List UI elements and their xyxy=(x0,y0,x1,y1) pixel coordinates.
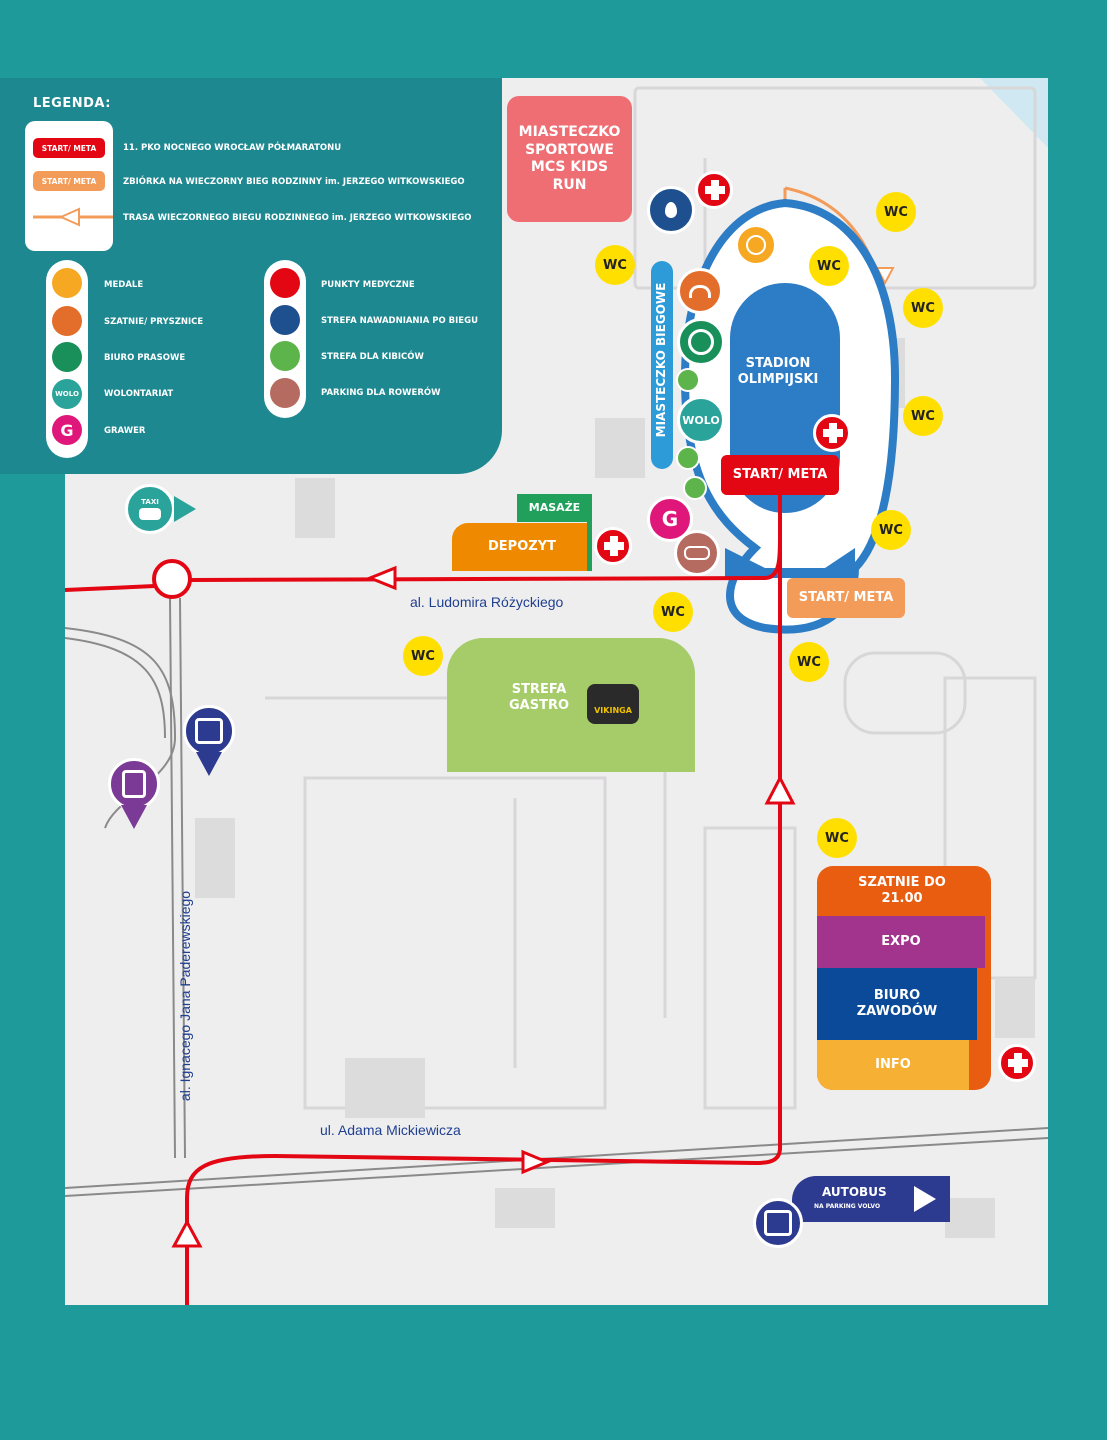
start-meta-orange: START/ META xyxy=(787,578,905,618)
tram-pin-tail xyxy=(121,805,147,829)
volunteer-icon[interactable]: WOLO xyxy=(677,396,725,444)
wc-marker[interactable]: WC xyxy=(595,245,635,285)
wc-marker[interactable]: WC xyxy=(903,288,943,328)
taxi-pointer xyxy=(174,496,196,522)
wc-marker[interactable]: WC xyxy=(817,818,857,858)
bus-pin-tail xyxy=(196,752,222,776)
fans-zone-icon[interactable] xyxy=(676,446,700,470)
wc-marker[interactable]: WC xyxy=(903,396,943,436)
play-arrow-icon xyxy=(914,1186,936,1212)
taxi-icon[interactable]: TAXI xyxy=(125,484,175,534)
g-label: G xyxy=(661,507,679,531)
legend-item-biuro-prasowe: BIURO PRASOWE xyxy=(104,353,186,363)
medical-icon[interactable] xyxy=(813,414,851,452)
gastro-label: STREFA GASTRO xyxy=(508,682,570,714)
vikinga-label: VIKINGA xyxy=(594,706,632,715)
event-map: MIASTECZKO SPORTOWE MCS KIDS RUN STADION… xyxy=(65,78,1048,1305)
wc-marker[interactable]: WC xyxy=(653,592,693,632)
masaze-edge xyxy=(587,494,592,571)
press-office-icon[interactable] xyxy=(677,318,725,366)
wolo-label: WOLO xyxy=(682,413,720,427)
legend-title: LEGENDA: xyxy=(33,96,111,111)
bus-stop-icon[interactable] xyxy=(753,1198,803,1248)
shower-icon xyxy=(52,306,82,336)
medical-icon[interactable] xyxy=(695,171,733,209)
start-meta-red: START/ META xyxy=(721,455,839,495)
medal-icon[interactable] xyxy=(735,224,777,266)
vikinga-logo: VIKINGA xyxy=(587,684,639,724)
legend-item-rowery: PARKING DLA ROWERÓW xyxy=(321,388,441,398)
hydration-icon xyxy=(270,305,300,335)
bike-parking-icon xyxy=(270,378,300,408)
legend-route-desc: TRASA WIECZORNEGO BIEGU RODZINNEGO im. J… xyxy=(123,213,472,223)
fans-zone-icon[interactable] xyxy=(683,476,707,500)
fans-zone-icon[interactable] xyxy=(676,368,700,392)
legend-start-red-desc: 11. PKO NOCNEGO WROCŁAW PÓŁMARATONU xyxy=(123,143,342,153)
legend-start-red: START/ META xyxy=(33,138,105,158)
legend-g: G xyxy=(60,420,74,440)
szatnie-box: SZATNIE DO 21.00 xyxy=(858,874,946,906)
kids-run-zone: MIASTECZKO SPORTOWE MCS KIDS RUN xyxy=(507,96,632,222)
street-mickiewicza: ul. Adama Mickiewicza xyxy=(320,1122,461,1138)
gastro-zone: STREFA GASTRO VIKINGA xyxy=(447,638,695,772)
hydration-icon[interactable] xyxy=(647,186,695,234)
fans-zone-icon xyxy=(270,341,300,371)
engraver-icon: G xyxy=(52,415,82,445)
legend-item-grawer: GRAWER xyxy=(104,426,146,436)
wc-marker[interactable]: WC xyxy=(809,246,849,286)
bike-parking-icon[interactable] xyxy=(674,530,720,576)
miasteczko-biegowe-label: MIASTECZKO BIEGOWE xyxy=(654,282,668,438)
wc-marker[interactable]: WC xyxy=(789,642,829,682)
medical-icon[interactable] xyxy=(998,1044,1036,1082)
volunteer-icon: WOLO xyxy=(52,379,82,409)
medal-icon xyxy=(52,268,82,298)
stadium-label: STADION OLIMPIJSKI xyxy=(737,356,819,388)
autobus-label: AUTOBUS xyxy=(822,1185,887,1199)
medical-icon xyxy=(270,268,300,298)
legend-item-punkty-medyczne: PUNKTY MEDYCZNE xyxy=(321,280,415,290)
taxi-label: TAXI xyxy=(141,498,159,506)
wc-marker[interactable]: WC xyxy=(871,510,911,550)
street-rozyckiego: al. Ludomira Różyckiego xyxy=(410,594,564,610)
legend-item-nawadnianie: STREFA NAWADNIANIA PO BIEGU xyxy=(321,316,478,326)
autobus-banner[interactable]: AUTOBUS NA PARKING VOLVO xyxy=(792,1176,950,1222)
legend-item-kibice: STREFA DLA KIBICÓW xyxy=(321,352,424,362)
bus-stop-icon[interactable] xyxy=(183,705,235,757)
shower-icon[interactable] xyxy=(677,268,723,314)
wc-marker[interactable]: WC xyxy=(403,636,443,676)
legend-wolo: WOLO xyxy=(55,390,79,398)
tram-stop-icon[interactable] xyxy=(108,758,160,810)
street-paderewskiego: al. Ignacego Jana Paderewskiego xyxy=(177,890,193,1102)
legend-start-orange-desc: ZBIÓRKA NA WIECZORNY BIEG RODZINNY im. J… xyxy=(123,177,465,187)
miasteczko-biegowe-bar xyxy=(651,261,673,469)
kids-run-label: MIASTECZKO SPORTOWE MCS KIDS RUN xyxy=(518,124,621,193)
biuro-zawodow-box: BIURO ZAWODÓW xyxy=(817,968,977,1040)
wc-marker[interactable]: WC xyxy=(876,192,916,232)
depozyt-box: DEPOZYT xyxy=(452,523,592,571)
info-box: INFO xyxy=(817,1040,969,1090)
press-office-icon xyxy=(52,342,82,372)
autobus-sub: NA PARKING VOLVO xyxy=(814,1203,881,1210)
legend-route-line-icon xyxy=(33,207,113,227)
legend-item-szatnie: SZATNIE/ PRYSZNICE xyxy=(104,317,204,327)
masaze-box: MASAŻE xyxy=(517,494,592,522)
legend-item-wolontariat: WOLONTARIAT xyxy=(104,389,174,399)
expo-box: EXPO xyxy=(817,916,985,968)
legend-item-medale: MEDALE xyxy=(104,280,144,290)
legend-start-orange: START/ META xyxy=(33,171,105,191)
medical-icon[interactable] xyxy=(594,527,632,565)
